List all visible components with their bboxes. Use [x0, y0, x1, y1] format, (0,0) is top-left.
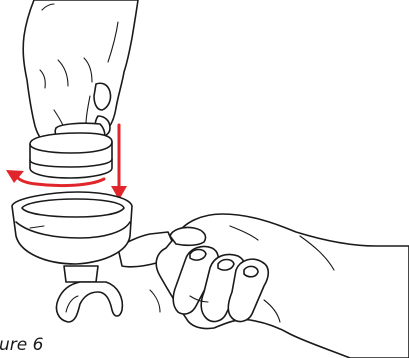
- press-arrow: [111, 125, 127, 200]
- portafilter-spout: [56, 282, 122, 322]
- lower-hand: [150, 214, 409, 358]
- figure-caption: ure 6: [0, 335, 43, 355]
- portafilter-basket: [12, 192, 132, 322]
- tamper-base: [30, 133, 112, 178]
